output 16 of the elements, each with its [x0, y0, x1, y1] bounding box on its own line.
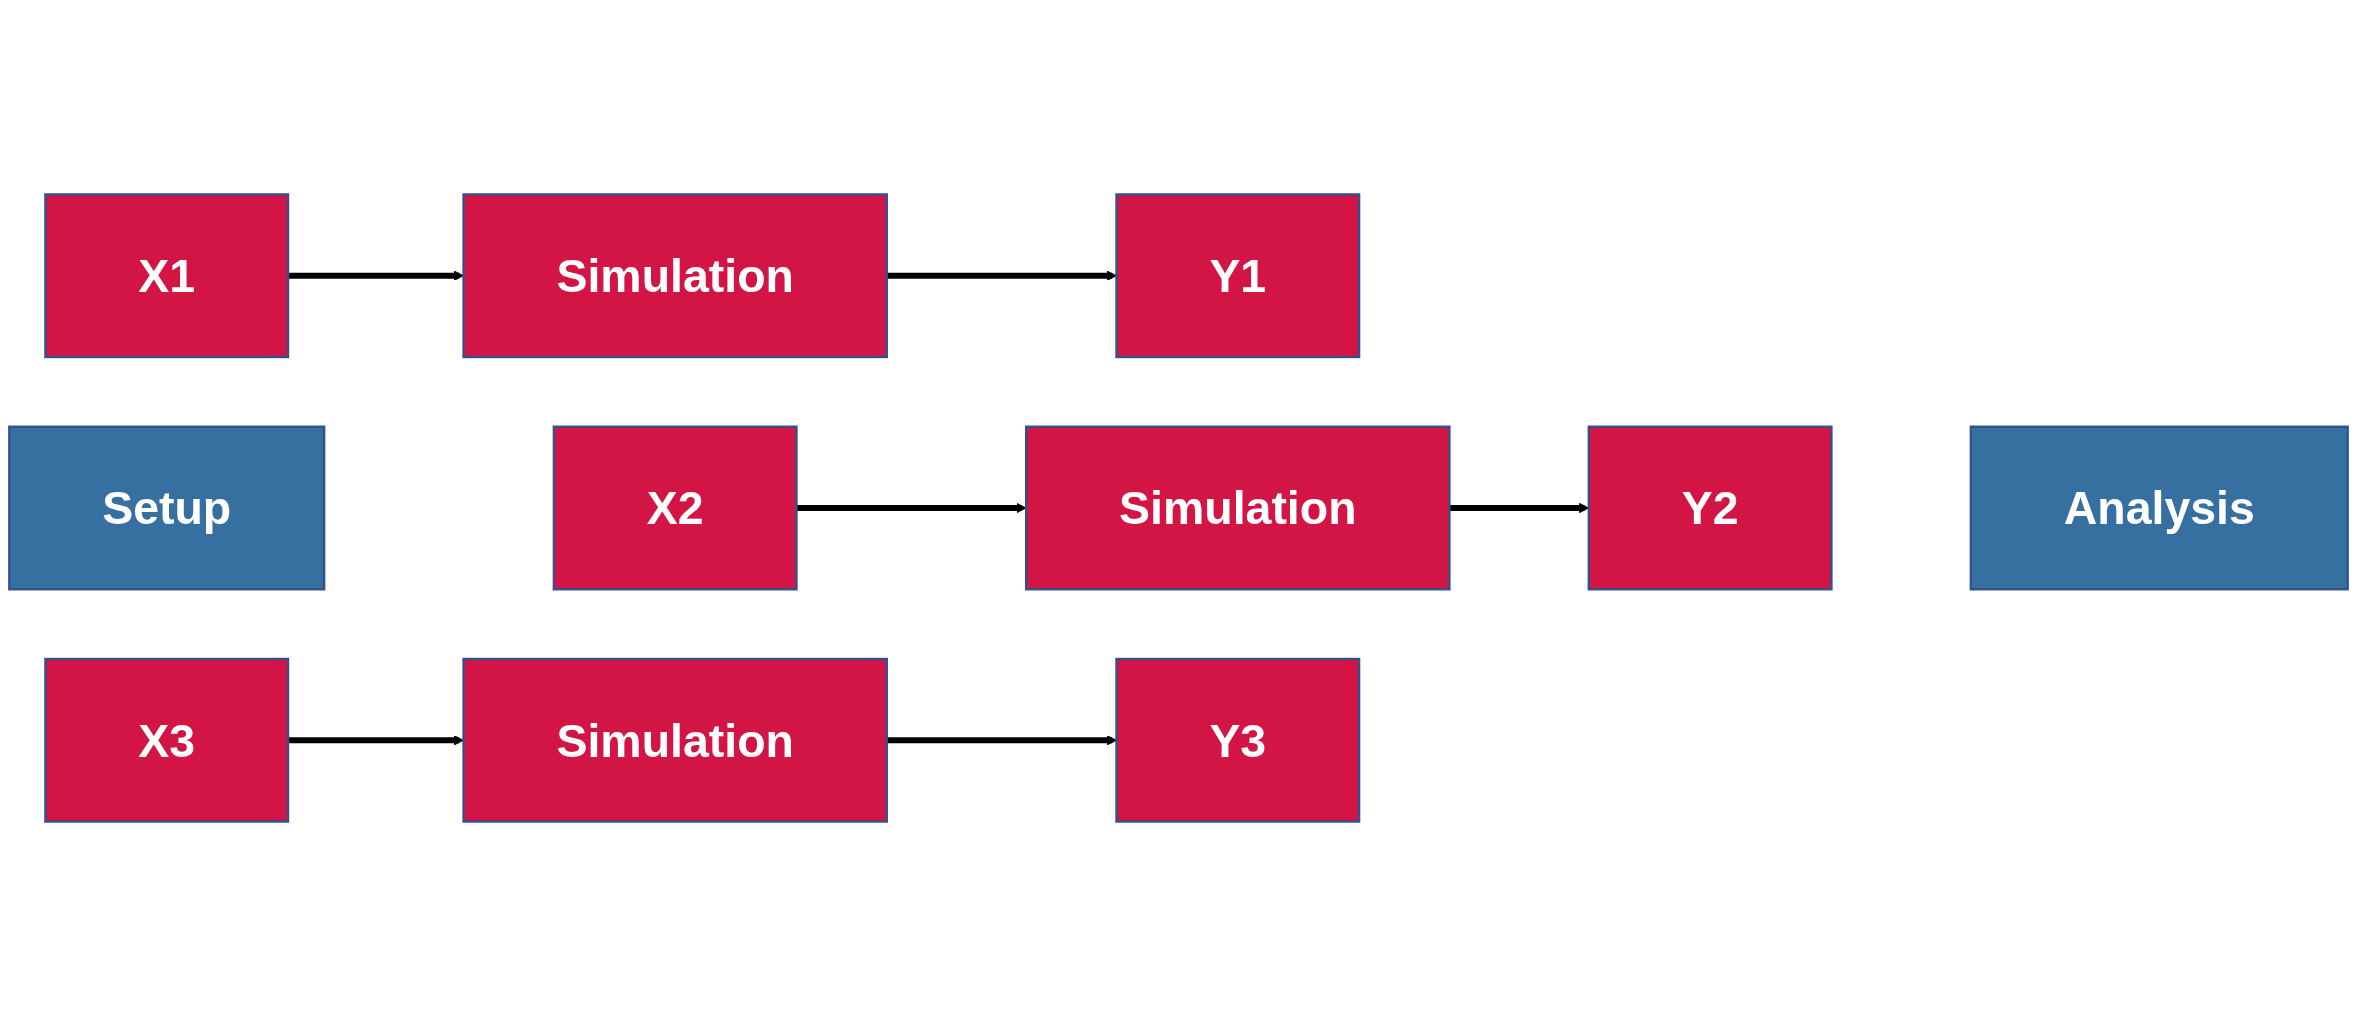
arrow — [796, 502, 1027, 514]
arrow — [288, 270, 464, 281]
node-box: Setup — [8, 425, 326, 591]
node-box: Simulation — [462, 193, 888, 359]
node-box: Simulation — [462, 657, 888, 823]
node-box: Simulation — [1025, 425, 1451, 591]
node-box: Y3 — [1115, 657, 1361, 823]
node-box: Y1 — [1115, 193, 1361, 359]
arrow — [288, 735, 464, 746]
node-box: Analysis — [1969, 425, 2349, 591]
node-box: X1 — [44, 193, 290, 359]
arrow — [886, 735, 1117, 746]
node-box: Y2 — [1587, 425, 1833, 591]
node-box: X3 — [44, 657, 290, 823]
node-box: X2 — [552, 425, 798, 591]
arrow — [886, 270, 1117, 281]
